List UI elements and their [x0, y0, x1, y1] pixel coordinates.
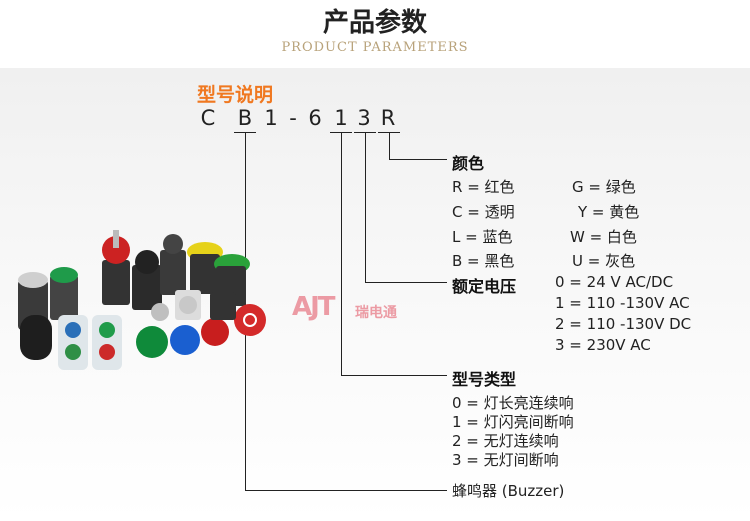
model-code-char: -	[289, 106, 297, 130]
voltage-option: 3 = 230V AC	[555, 336, 651, 354]
section-title: 型号说明	[197, 84, 274, 106]
color-option: R = 红色	[452, 178, 515, 196]
brand-logo-subtitle: 瑞电通	[355, 305, 397, 321]
page-subtitle: PRODUCT PARAMETERS	[281, 40, 469, 55]
model-code-char: 1	[264, 106, 278, 130]
color-heading: 颜色	[452, 154, 485, 173]
connector-line	[365, 132, 366, 282]
type-option: 0 = 灯长亮连续响	[452, 394, 574, 412]
connector-line	[365, 282, 447, 283]
color-option: B = 黑色	[452, 252, 515, 270]
model-code-char: 3	[357, 106, 371, 130]
page-header: 产品参数 PRODUCT PARAMETERS	[0, 0, 750, 68]
connector-line	[389, 159, 447, 160]
connector-line	[245, 490, 447, 491]
voltage-option: 1 = 110 -130V AC	[555, 294, 690, 312]
type-option: 2 = 无灯连续响	[452, 432, 559, 450]
color-option: G = 绿色	[572, 178, 636, 196]
color-option: Y = 黄色	[578, 203, 640, 221]
connector-line	[341, 132, 342, 375]
type-option: 3 = 无灯间断响	[452, 451, 559, 469]
type-option: 1 = 灯闪亮间断响	[452, 413, 574, 431]
product-photo	[18, 230, 266, 370]
model-code-char: B	[237, 106, 253, 130]
voltage-option: 2 = 110 -130V DC	[555, 315, 692, 333]
brand-logo: AJT	[292, 292, 336, 322]
model-code-char: C	[200, 106, 216, 130]
color-option: U = 灰色	[572, 252, 636, 270]
pushbutton-group	[18, 230, 266, 370]
voltage-heading: 额定电压	[452, 277, 517, 296]
voltage-option: 0 = 24 V AC/DC	[555, 273, 674, 291]
page-title: 产品参数	[322, 8, 427, 38]
model-code-char: R	[380, 106, 396, 130]
color-option: L = 蓝色	[452, 228, 513, 246]
type-heading: 型号类型	[452, 370, 517, 389]
color-option: W = 白色	[570, 228, 637, 246]
model-code-char: 6	[308, 106, 322, 130]
model-code-char: 1	[334, 106, 348, 130]
connector-line	[341, 375, 447, 376]
color-option: C = 透明	[452, 203, 515, 221]
buzzer-label: 蜂鸣器 (Buzzer)	[452, 482, 565, 500]
connector-line	[389, 132, 390, 159]
